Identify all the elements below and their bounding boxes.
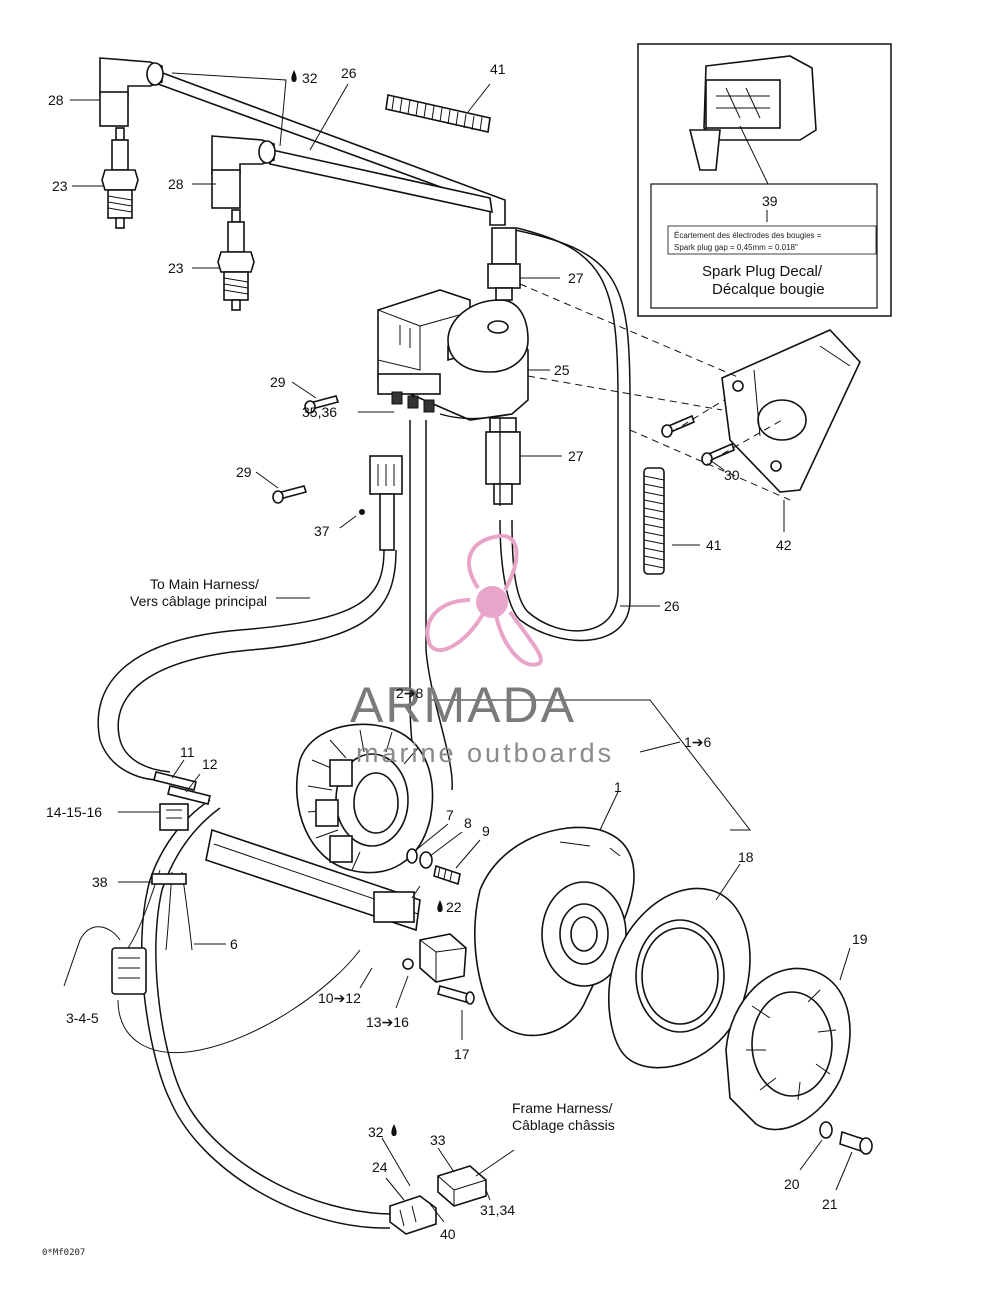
callout-28: 28 (48, 92, 64, 108)
callout-27: 27 (568, 448, 584, 464)
callout-11: 11 (180, 744, 195, 760)
connector-14-15-16 (159, 803, 189, 831)
screw-30-upper (661, 414, 695, 438)
callout-9: 9 (482, 823, 490, 839)
callout-20: 20 (784, 1176, 800, 1192)
callout-42: 42 (776, 537, 792, 553)
protective-sleeve-41-lower (643, 467, 665, 575)
ring-18 (608, 887, 751, 1069)
screw-9 (433, 864, 461, 886)
leader-lines (70, 72, 853, 1223)
callout-17: 17 (454, 1046, 470, 1062)
callout-40: 40 (440, 1226, 456, 1242)
starter-cup-19 (725, 967, 851, 1131)
tie-wrap-38 (127, 869, 193, 951)
callout-28: 28 (168, 176, 184, 192)
callout-41: 41 (706, 537, 722, 553)
screw-29-upper (304, 395, 340, 414)
washer-20 (819, 1121, 833, 1139)
callout-1-to-6: 1➔6 (684, 734, 712, 750)
callout-numbers: 28 23 32 26 41 28 23 27 25 29 35,36 29 2… (46, 61, 868, 1242)
drop-icon (291, 70, 297, 82)
callout-6: 6 (230, 936, 238, 952)
callout-22: 22 (446, 899, 462, 915)
spark-plug-cap-28-lower (211, 135, 276, 209)
spark-plug-decal-inset: 39 Écartement des électrodes des bougies… (637, 43, 892, 317)
connector-24 (389, 1195, 437, 1235)
callout-26: 26 (664, 598, 680, 614)
decal-text-line2: Spark plug gap = 0,45mm = 0.018" (674, 243, 798, 252)
callout-3-4-5: 3-4-5 (66, 1010, 99, 1026)
callout-29: 29 (236, 464, 252, 480)
callout-29: 29 (270, 374, 286, 390)
callout-2-to-8: 2➔8 (396, 685, 424, 701)
callout-33: 33 (430, 1132, 446, 1148)
trigger-coil (402, 933, 467, 983)
callout-1: 1 (614, 779, 622, 795)
main-harness-caption-en: To Main Harness/ (150, 576, 259, 592)
frame-harness-caption-fr: Câblage châssis (512, 1117, 615, 1133)
callout-37: 37 (314, 523, 330, 539)
assembly-lines (499, 283, 791, 506)
propeller-logo (425, 533, 543, 667)
callout-39: 39 (762, 193, 778, 209)
brand-tagline: marine outboards (356, 738, 614, 768)
harness-wires (63, 420, 453, 1229)
connector-3-4-5 (111, 947, 147, 995)
document-code: 0*Mf0207 (42, 1248, 85, 1258)
ignition-coil-25 (377, 289, 529, 421)
decal-text-line1: Écartement des électrodes des bougies = (674, 231, 822, 240)
callout-8: 8 (464, 815, 472, 831)
callout-7: 7 (446, 807, 454, 823)
connector-35-36 (369, 455, 403, 551)
callout-23: 23 (52, 178, 68, 194)
decal-title-fr: Décalque bougie (712, 281, 825, 298)
connectors-11-12 (153, 771, 211, 805)
callout-24: 24 (372, 1159, 388, 1175)
callout-13-to-16: 13➔16 (366, 1014, 409, 1030)
callout-21: 21 (822, 1196, 838, 1212)
callout-12: 12 (202, 756, 218, 772)
callout-32: 32 (368, 1124, 384, 1140)
dot-icon (359, 509, 365, 515)
callout-19: 19 (852, 931, 868, 947)
decal-title-en: Spark Plug Decal/ (702, 263, 823, 280)
callout-26: 26 (341, 65, 357, 81)
main-harness-caption-fr: Vers câblage principal (130, 593, 267, 609)
protective-sleeve-41-upper (385, 94, 491, 133)
armada-watermark: ARMADA marine outboards (350, 533, 614, 768)
callout-32: 32 (302, 70, 318, 86)
callout-23: 23 (168, 260, 184, 276)
spark-plug-23-upper (101, 127, 139, 229)
callout-31-34: 31,34 (480, 1202, 515, 1218)
washers-7-8 (406, 848, 433, 869)
callout-14-15-16: 14-15-16 (46, 804, 102, 820)
callout-10-to-12: 10➔12 (318, 990, 361, 1006)
screw-30-lower (701, 442, 735, 466)
screw-21 (839, 1130, 873, 1155)
callout-18: 18 (738, 849, 754, 865)
screw-29-lower (272, 485, 308, 504)
callout-30: 30 (724, 467, 740, 483)
propeller-hub (476, 586, 508, 618)
drop-icon (437, 900, 443, 912)
stator-assembly (205, 723, 434, 932)
frame-harness-caption-en: Frame Harness/ (512, 1100, 612, 1116)
callout-27: 27 (568, 270, 584, 286)
connector-33 (437, 1165, 487, 1207)
brand-name: ARMADA (350, 677, 576, 733)
spark-plug-23-lower (217, 209, 255, 311)
coil-boot-27-upper (487, 227, 521, 301)
spark-plug-cap-28-upper (99, 57, 164, 127)
coil-bracket-42 (721, 329, 861, 493)
callout-25: 25 (554, 362, 570, 378)
coil-boot-27-lower (485, 417, 521, 505)
callout-35-36: 35,36 (302, 404, 337, 420)
callout-41: 41 (490, 61, 506, 77)
flywheel-1 (474, 826, 635, 1037)
screw-17 (437, 985, 475, 1005)
callout-38: 38 (92, 874, 108, 890)
drop-icon (391, 1124, 397, 1136)
